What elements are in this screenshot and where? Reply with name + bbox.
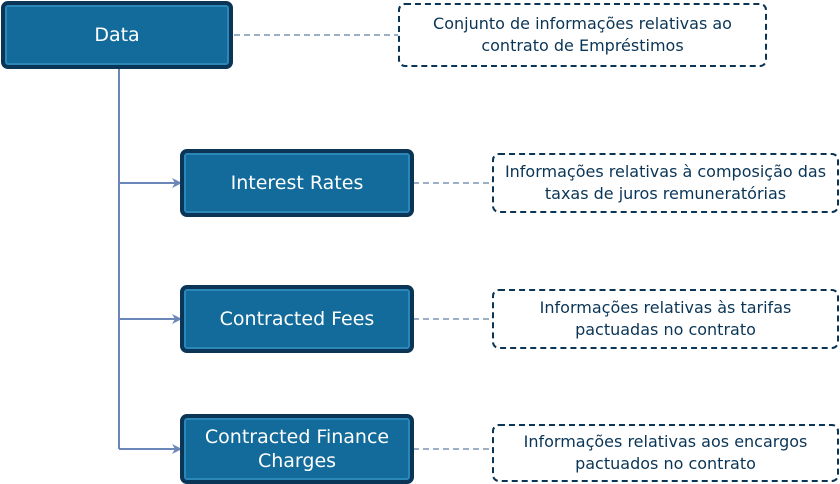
node-interest-rates-label: Interest Rates (230, 172, 364, 194)
note-data-text: Conjunto de informações relativas ao con… (433, 14, 732, 55)
note-data: Conjunto de informações relativas ao con… (398, 3, 767, 67)
note-interest-rates: Informações relativas à composição das t… (492, 153, 839, 213)
node-contracted-finance-charges: Contracted Finance Charges (180, 414, 414, 484)
note-contracted-finance-charges-text: Informações relativas aos encargos pactu… (523, 432, 808, 473)
note-contracted-finance-charges: Informações relativas aos encargos pactu… (492, 424, 839, 482)
node-data: Data (1, 1, 233, 69)
node-contracted-fees: Contracted Fees (180, 285, 414, 353)
node-contracted-fees-label: Contracted Fees (219, 308, 375, 330)
node-data-label: Data (94, 24, 140, 46)
node-contracted-finance-charges-label: Contracted Finance Charges (204, 426, 390, 472)
note-interest-rates-text: Informações relativas à composição das t… (504, 162, 827, 203)
node-interest-rates: Interest Rates (180, 149, 414, 217)
note-contracted-fees-text: Informações relativas às tarifas pactuad… (539, 298, 792, 339)
note-contracted-fees: Informações relativas às tarifas pactuad… (492, 289, 839, 349)
